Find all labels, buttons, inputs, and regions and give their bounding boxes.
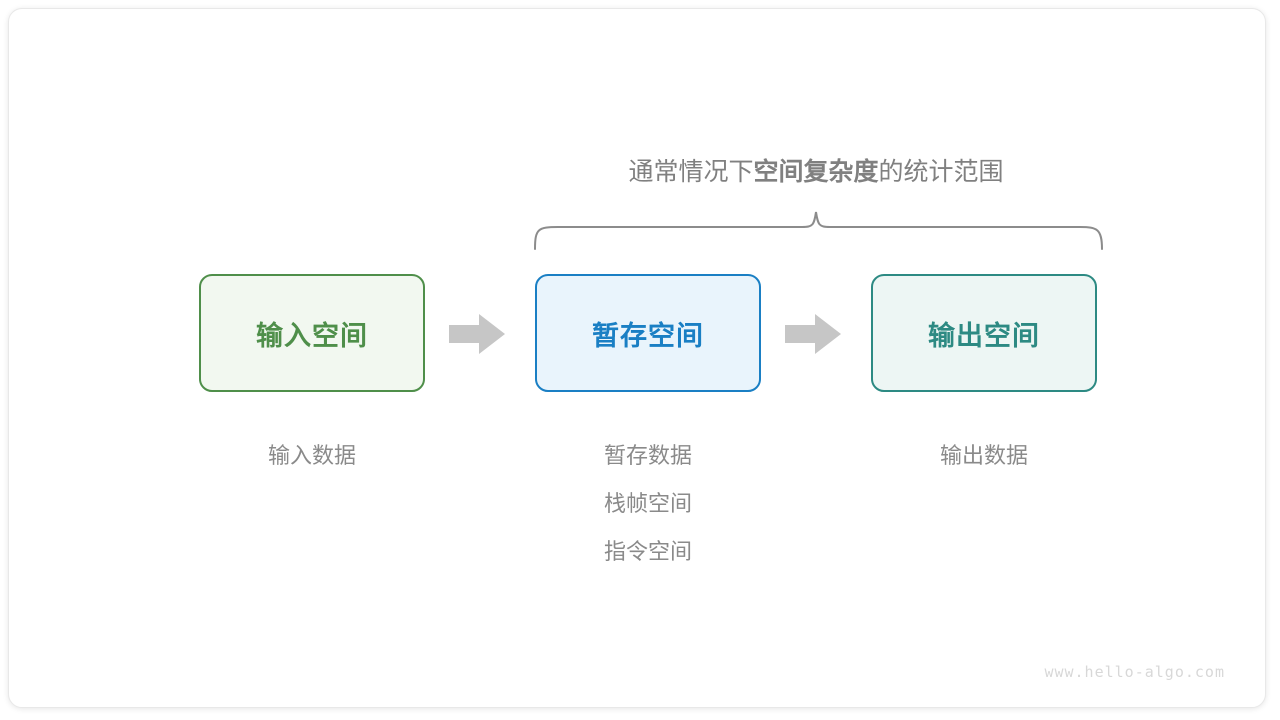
node-input-space[interactable]: 输入空间 (199, 274, 425, 392)
caption-line: 输入数据 (267, 443, 356, 468)
right-arrow-icon (785, 314, 841, 354)
node-output-space-label: 输出空间 (928, 320, 1040, 351)
watermark: www.hello-algo.com (1044, 663, 1225, 681)
right-arrow-icon (449, 314, 505, 354)
node-temp-space[interactable]: 暂存空间 (535, 274, 761, 392)
brace-caption-emphasis: 空间复杂度 (753, 158, 879, 186)
brace-caption: 通常情况下空间复杂度的统计范围 (536, 155, 1096, 189)
diagram-card: 通常情况下空间复杂度的统计范围 输入空间 暂存空间 输出空间 输入数据 暂存数据 (8, 8, 1266, 708)
brace-caption-suffix: 的统计范围 (878, 158, 1004, 186)
curly-brace-icon (534, 211, 1103, 250)
caption-output: 输出数据 (871, 432, 1097, 480)
caption-temp: 暂存数据 栈帧空间 指令空间 (535, 432, 761, 576)
caption-line: 暂存数据 (603, 443, 692, 468)
caption-line: 栈帧空间 (603, 491, 692, 516)
node-output-space[interactable]: 输出空间 (871, 274, 1097, 392)
node-temp-space-label: 暂存空间 (592, 320, 704, 351)
caption-line: 指令空间 (603, 539, 692, 564)
caption-input: 输入数据 (199, 432, 425, 480)
node-input-space-label: 输入空间 (256, 320, 368, 351)
brace-caption-prefix: 通常情况下 (628, 158, 754, 186)
caption-line: 输出数据 (939, 443, 1028, 468)
